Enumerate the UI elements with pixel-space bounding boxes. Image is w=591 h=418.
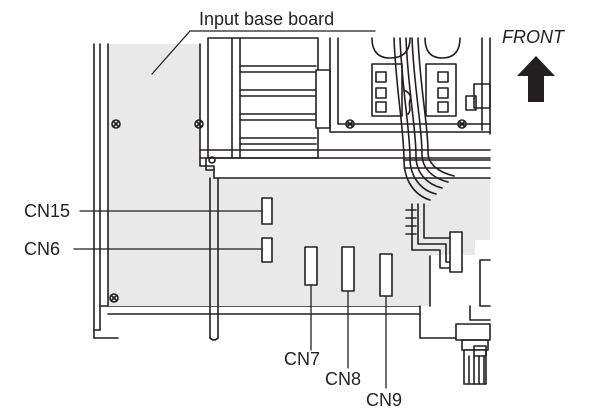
side-harness — [405, 203, 491, 339]
cable-bundle — [393, 37, 491, 201]
cn6-label: CN6 — [24, 239, 61, 259]
screws — [109, 119, 467, 303]
heatsink-module — [199, 37, 491, 171]
leader-lines — [73, 30, 387, 389]
cn15-label: CN15 — [24, 201, 71, 221]
lower-right-connector — [455, 305, 491, 385]
cn8-label: CN8 — [325, 369, 362, 389]
connector-cn7 — [304, 246, 318, 286]
upper-right-module — [329, 37, 491, 135]
cn9-label: CN9 — [366, 390, 403, 410]
cn7-label: CN7 — [284, 349, 321, 369]
connector-cn8 — [341, 246, 355, 292]
support-rod — [209, 177, 219, 341]
connector-cn15 — [261, 197, 273, 225]
connector-cn9 — [379, 253, 393, 297]
input-base-board-label: Input base board — [199, 9, 335, 29]
front-arrow-icon — [517, 56, 555, 102]
connector-cn6 — [261, 237, 273, 263]
input-base-board-panel — [107, 43, 491, 307]
front-label: FRONT — [502, 27, 564, 47]
